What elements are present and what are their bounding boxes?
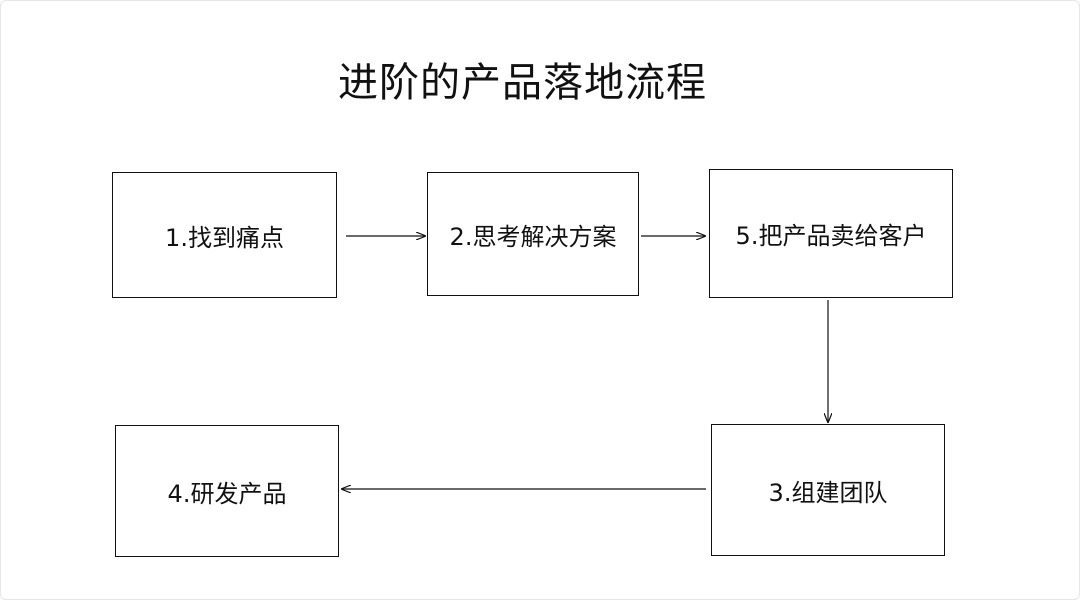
step-label: 5.把产品卖给客户 bbox=[735, 222, 927, 250]
step-node-find-pain-point: 1.找到痛点 bbox=[112, 172, 337, 298]
diagram-title: 进阶的产品落地流程 bbox=[338, 60, 707, 106]
step-label: 4.研发产品 bbox=[167, 479, 287, 508]
step-node-think-solution: 2.思考解决方案 bbox=[427, 172, 639, 296]
step-label: 2.思考解决方案 bbox=[449, 222, 617, 251]
step-label: 3.组建团队 bbox=[768, 478, 888, 507]
step-node-sell-to-customer: 5.把产品卖给客户 bbox=[709, 169, 953, 298]
step-node-develop-product: 4.研发产品 bbox=[115, 425, 339, 557]
step-node-build-team: 3.组建团队 bbox=[711, 424, 945, 556]
step-label: 1.找到痛点 bbox=[165, 223, 284, 252]
